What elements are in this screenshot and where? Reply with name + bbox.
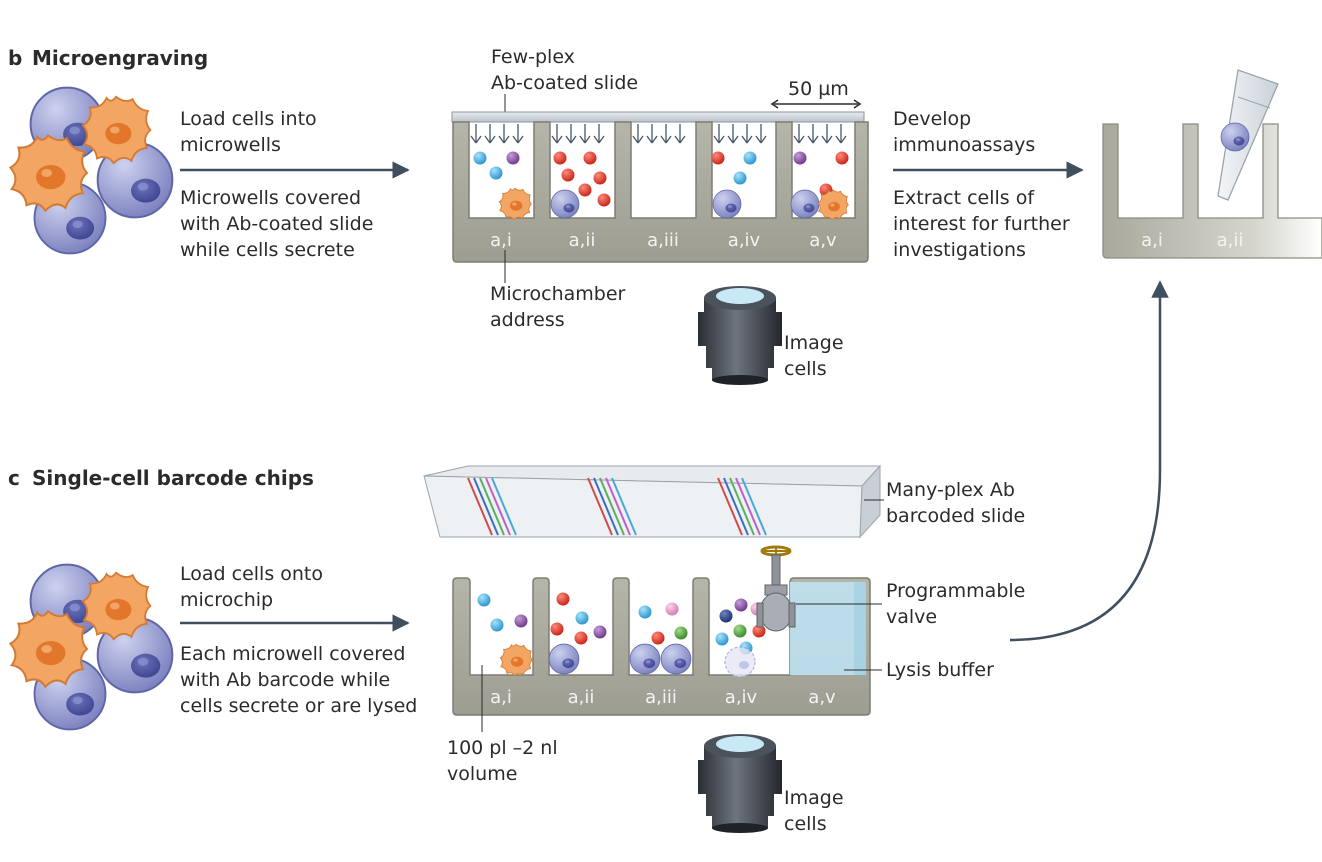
blue-cell	[629, 643, 661, 675]
panel-b-letter: b	[8, 46, 22, 70]
valve-label: Programmable valve	[886, 580, 1031, 628]
scale-bar-ends	[770, 99, 862, 109]
microwell-chip-b	[452, 121, 869, 263]
secreted-proteins-b	[473, 151, 849, 207]
microscope-b	[698, 286, 782, 385]
blue-cell	[1220, 122, 1250, 152]
well-label: a,iv	[728, 230, 761, 251]
image-cells-label: Image cells	[784, 332, 850, 380]
well-labels-b: a,i a,ii a,iii a,iv a,v	[490, 230, 837, 251]
well-label: a,i	[490, 230, 512, 251]
lysis-buffer-label: Lysis buffer	[886, 659, 994, 681]
well-labels-c: a,i a,ii a,iii a,iv a,v	[490, 687, 836, 708]
well-label: a,v	[809, 230, 837, 251]
well-label: a,iii	[647, 230, 679, 251]
load-cells-text: Load cells into microwells	[180, 108, 323, 156]
scale-label: 50 µm	[788, 78, 849, 100]
panel-c-letter: c	[8, 466, 20, 490]
lysis-buffer-fill	[790, 582, 854, 675]
lysed-cell	[724, 646, 756, 678]
orange-cell	[499, 643, 533, 677]
address-label: Microchamber address	[490, 283, 631, 331]
covered-text: Microwells covered with Ab-coated slide …	[180, 187, 379, 261]
panel-b: b Microengraving Load cells into microwe…	[8, 46, 1322, 642]
microwell-chip-c	[452, 577, 871, 716]
well-label: a,iv	[725, 687, 758, 708]
pipette-tip	[1217, 69, 1279, 201]
antibody-comb-b	[470, 124, 847, 144]
many-plex-slide-label: Many-plex Ab barcoded slide	[886, 479, 1025, 527]
well-label: a,iii	[645, 687, 677, 708]
slide-label: Few-plex Ab-coated slide	[491, 46, 638, 94]
volume-label: 100 pl –2 nl volume	[447, 737, 564, 785]
load-cells-chip-text: Load cells onto microchip	[180, 563, 329, 611]
barcode-covered-text: Each microwell covered with Ab barcode w…	[180, 643, 417, 717]
develop-text: Develop immunoassays	[893, 108, 1035, 156]
barcoded-slide	[423, 464, 882, 539]
extract-text: Extract cells of interest for further in…	[893, 187, 1076, 261]
arrow-c-to-extraction	[1009, 280, 1169, 642]
orange-cell	[498, 187, 532, 221]
well-label: a,v	[808, 687, 836, 708]
well-label: a,ii	[569, 230, 596, 251]
extraction-chip: a,i a,ii	[1102, 123, 1322, 259]
blue-cell	[550, 189, 580, 219]
blue-cell	[660, 643, 692, 675]
blue-cell	[548, 643, 580, 675]
image-cells-label-c: Image cells	[784, 787, 850, 835]
well-label: a,i	[1141, 230, 1163, 251]
blue-cell	[712, 189, 742, 219]
well-label: a,ii	[1217, 230, 1244, 251]
orange-cell	[817, 189, 849, 221]
programmable-valve	[756, 545, 796, 632]
panel-c-title: Single-cell barcode chips	[32, 466, 314, 490]
microscope-c	[698, 734, 782, 833]
well-label: a,ii	[568, 687, 595, 708]
panel-c: c Single-cell barcode chips Load cells o…	[8, 464, 1031, 835]
ab-coated-slide	[451, 111, 865, 123]
cell-cluster-c	[9, 563, 174, 731]
panel-b-title: Microengraving	[32, 46, 208, 70]
cell-cluster-b	[9, 86, 174, 255]
well-label: a,i	[490, 687, 512, 708]
blue-cell	[790, 189, 820, 219]
